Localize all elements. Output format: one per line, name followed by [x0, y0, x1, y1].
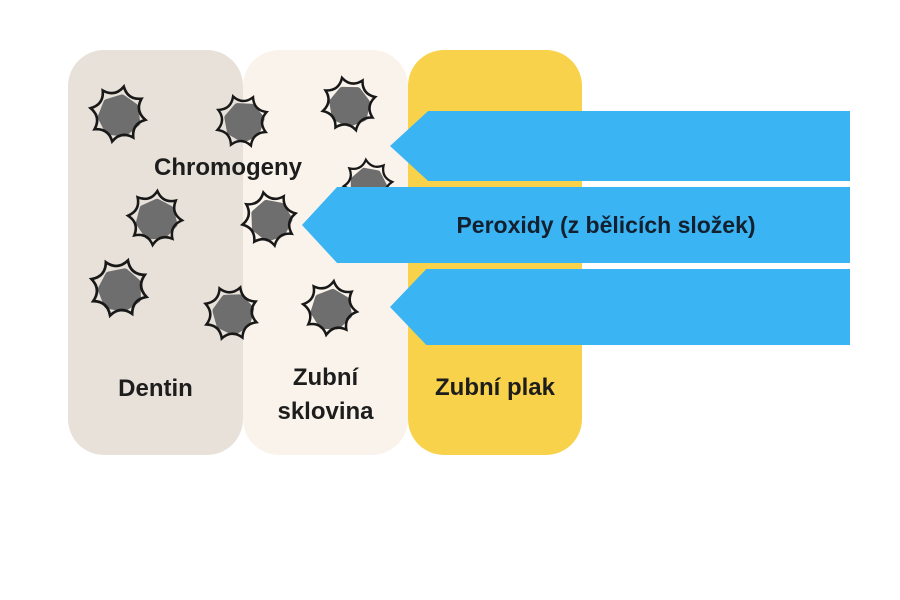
chromogen-blob	[88, 84, 148, 144]
chromogen-blob	[202, 284, 260, 342]
column-enamel-label: Zubní sklovina	[277, 364, 374, 425]
chromogen-blob	[240, 190, 298, 248]
peroxide-arrow-middle: Peroxidy (z bělicích složek)	[302, 187, 850, 263]
column-dentin-label: Dentin	[118, 375, 193, 402]
chromogen-blob	[88, 257, 150, 319]
column-plaque-label: Zubní plak	[435, 374, 555, 401]
peroxide-arrow-bottom	[390, 269, 850, 345]
chromogens-label: Chromogeny	[153, 154, 303, 181]
peroxide-arrow-label: Peroxidy (z bělicích složek)	[456, 211, 756, 238]
chromogen-blob	[126, 189, 184, 247]
peroxide-arrow-top	[390, 111, 850, 181]
chromogen-blob	[301, 279, 359, 337]
chromogen-blob	[320, 75, 378, 133]
chromogen-blob	[214, 93, 270, 149]
